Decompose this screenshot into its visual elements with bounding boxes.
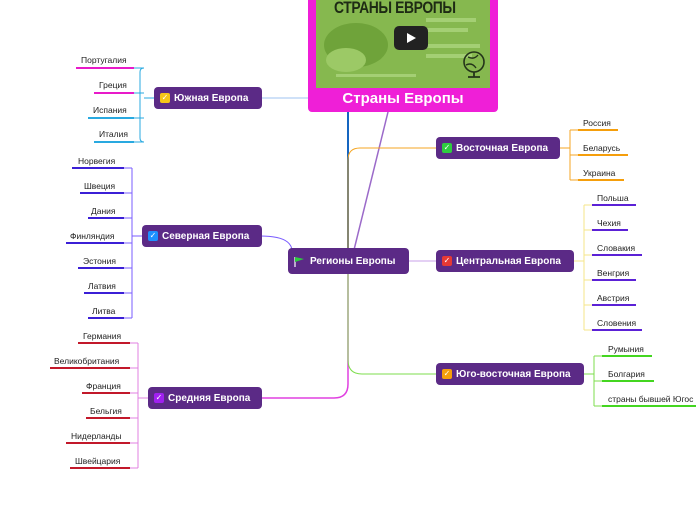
root-node[interactable]: Регионы Европы (288, 248, 409, 274)
leaf-item[interactable]: Бельгия (90, 406, 122, 416)
leaf-item[interactable]: Италия (99, 129, 128, 139)
connector-root-video-alt (352, 112, 388, 258)
branch-label: Центральная Европа (456, 256, 561, 267)
leaf-item[interactable]: Болгария (608, 369, 645, 379)
check-icon: ✓ (442, 143, 452, 153)
branch-label: Юго-восточная Европа (456, 369, 571, 380)
leaf-item[interactable]: Нидерланды (71, 431, 121, 441)
leaf-item[interactable]: Великобритания (54, 356, 119, 366)
connector-root-middle (262, 272, 348, 398)
branch-middle[interactable]: ✓ Средняя Европа (148, 387, 262, 409)
leaf-item[interactable]: Польша (597, 193, 629, 203)
leaf-item[interactable]: страны бывшей Югос (608, 394, 696, 404)
leaf-item[interactable]: Венгрия (597, 268, 629, 278)
leaf-item[interactable]: Финляндия (70, 231, 114, 241)
leaf-item[interactable]: Швейцария (75, 456, 120, 466)
branch-label: Северная Европа (162, 231, 249, 242)
branch-south[interactable]: ✓ Южная Европа (154, 87, 262, 109)
leaf-item[interactable]: Беларусь (583, 143, 620, 153)
leaf-item[interactable]: Литва (92, 306, 115, 316)
check-icon: ✓ (154, 393, 164, 403)
branch-east[interactable]: ✓ Восточная Европа (436, 137, 560, 159)
leaf-item[interactable]: Словения (597, 318, 636, 328)
connector-root-southeast (348, 272, 436, 374)
check-icon: ✓ (442, 256, 452, 266)
leaf-item[interactable]: Франция (86, 381, 121, 391)
branch-label: Восточная Европа (456, 143, 548, 154)
leaf-item[interactable]: Украина (583, 168, 615, 178)
leaf-item[interactable]: Испания (93, 105, 127, 115)
connector-root-east (348, 148, 436, 258)
branch-label: Средняя Европа (168, 393, 250, 404)
flag-icon (294, 256, 305, 267)
leaf-item[interactable]: Чехия (597, 218, 621, 228)
check-icon: ✓ (148, 231, 158, 241)
video-topic-node[interactable]: СТРАНЫ ЕВРОПЫ Страны Европы (308, 0, 498, 112)
leaf-item[interactable]: Германия (83, 331, 121, 341)
branch-southeast[interactable]: ✓ Юго-восточная Европа (436, 363, 584, 385)
check-icon: ✓ (160, 93, 170, 103)
leaf-item[interactable]: Россия (583, 118, 611, 128)
video-thumbnail[interactable]: СТРАНЫ ЕВРОПЫ (316, 0, 490, 88)
leaf-item[interactable]: Греция (99, 80, 127, 90)
leaf-item[interactable]: Швеция (84, 181, 115, 191)
play-icon[interactable] (394, 26, 428, 50)
leaf-item[interactable]: Австрия (597, 293, 629, 303)
branch-central[interactable]: ✓ Центральная Европа (436, 250, 574, 272)
thumbnail-title: СТРАНЫ ЕВРОПЫ (334, 0, 456, 18)
bracket-south (140, 68, 154, 142)
check-icon: ✓ (442, 369, 452, 379)
leaf-item[interactable]: Эстония (83, 256, 116, 266)
leaf-item[interactable]: Норвегия (78, 156, 115, 166)
leaf-item[interactable]: Дания (91, 206, 116, 216)
video-caption: Страны Европы (308, 90, 498, 107)
root-label: Регионы Европы (310, 256, 395, 267)
leaf-item[interactable]: Латвия (88, 281, 116, 291)
leaf-item[interactable]: Словакия (597, 243, 635, 253)
leaf-item[interactable]: Румыния (608, 344, 644, 354)
branch-north[interactable]: ✓ Северная Европа (142, 225, 262, 247)
branch-label: Южная Европа (174, 93, 248, 104)
leaf-item[interactable]: Португалия (81, 55, 127, 65)
